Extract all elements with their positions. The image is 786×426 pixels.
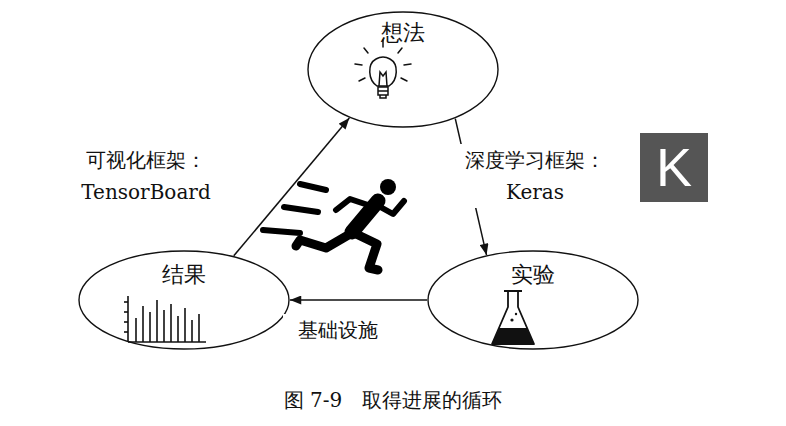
idea-ellipse: 实验 [427, 250, 639, 350]
arrow-label: 基础设施 [283, 314, 393, 346]
runner-silhouette [263, 179, 404, 270]
idea-ellipse: 结果 [78, 250, 290, 350]
node-title: 想法 [307, 20, 499, 46]
arrow-label: 深度学习框架： Keras [455, 144, 615, 208]
ellipse-border [428, 251, 638, 349]
cycle-arrow [290, 299, 427, 301]
bar-chart-icon [124, 296, 206, 342]
keras-logo: K [640, 133, 708, 202]
cycle-arrow [234, 118, 350, 256]
figure-caption: 图 7-9 取得进展的循环 [284, 387, 503, 414]
flask-icon [492, 291, 534, 344]
node-title: 结果 [78, 262, 290, 288]
idea-ellipse: 想法 [307, 11, 499, 128]
ellipse-border [308, 12, 498, 127]
ellipse-border [79, 251, 289, 349]
arrow-label: 可视化框架： TensorBoard [71, 144, 221, 208]
node-title: 实验 [427, 262, 639, 288]
light-bulb-icon [355, 40, 411, 98]
